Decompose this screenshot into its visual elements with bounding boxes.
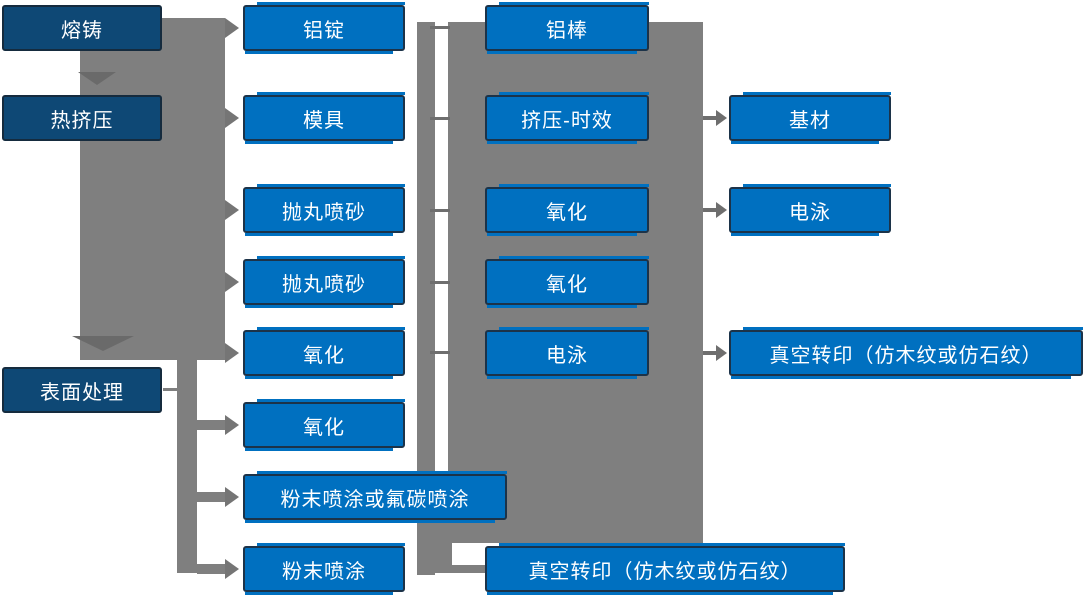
arrow-right-icon: [225, 415, 239, 435]
node-oxidation-2: 氧化: [243, 399, 405, 451]
node-aluminum-ingot: 铝锭: [243, 2, 405, 54]
arrow-right-icon: [225, 108, 239, 128]
connector-arm-row6: [197, 420, 226, 430]
node-surface-treatment: 表面处理: [2, 367, 162, 413]
node-aluminum-rod: 铝棒: [485, 2, 649, 54]
node-hot-extrusion: 热挤压: [2, 95, 162, 141]
connector-arm-row8: [197, 564, 226, 574]
connector-line-row4: [430, 281, 450, 284]
arrow-down-icon: [72, 336, 134, 351]
connector-band-left-lower: [177, 347, 197, 573]
node-powder-or-fluorocarbon-coating: 粉末喷涂或氟碳喷涂: [243, 471, 507, 523]
connector-line-row2: [430, 117, 450, 120]
node-oxidation-3: 氧化: [485, 184, 649, 236]
node-powder-coating: 粉末喷涂: [243, 543, 405, 595]
connector-line-row1: [430, 26, 450, 29]
node-oxidation-1: 氧化: [243, 327, 405, 379]
node-mold: 模具: [243, 92, 405, 144]
arrow-right-icon: [716, 202, 727, 218]
connector-band-middle: [417, 22, 435, 575]
node-electrophoresis-1: 电泳: [485, 327, 649, 379]
arrow-right-icon: [225, 200, 239, 220]
connector-line-row5: [430, 351, 450, 354]
node-electrophoresis-2: 电泳: [729, 184, 891, 236]
arrow-right-icon: [225, 18, 239, 38]
connector-line-vacuum: [703, 351, 716, 355]
connector-arm-row7: [197, 492, 226, 502]
node-oxidation-4: 氧化: [485, 256, 649, 308]
arrow-right-icon: [225, 272, 239, 292]
node-shot-blast-sandblast-1: 抛丸喷砂: [243, 184, 405, 236]
connector-line-electro: [703, 208, 716, 212]
arrow-right-icon: [716, 110, 727, 126]
node-extrusion-aging: 挤压-时效: [485, 92, 649, 144]
node-base-material: 基材: [729, 92, 891, 144]
connector-stub-bottom: [417, 565, 487, 573]
node-vacuum-transfer-print-2: 真空转印（仿木纹或仿石纹）: [729, 327, 1083, 379]
arrow-right-icon: [716, 345, 727, 361]
node-shot-blast-sandblast-2: 抛丸喷砂: [243, 256, 405, 308]
connector-band-left: [80, 18, 225, 360]
node-vacuum-transfer-print-1: 真空转印（仿木纹或仿石纹）: [485, 543, 845, 595]
arrow-right-icon: [225, 559, 239, 579]
connector-line-basemat: [703, 116, 716, 120]
connector-stub-bottom-right: [435, 523, 452, 573]
connector-stub-surface-treatment: [163, 388, 177, 391]
arrow-right-icon: [225, 343, 239, 363]
arrow-right-icon: [225, 487, 239, 507]
connector-arm-row5: [197, 348, 226, 358]
arrow-down-icon: [78, 72, 116, 85]
node-melting-casting: 熔铸: [2, 5, 162, 51]
connector-line-row3: [430, 209, 450, 212]
